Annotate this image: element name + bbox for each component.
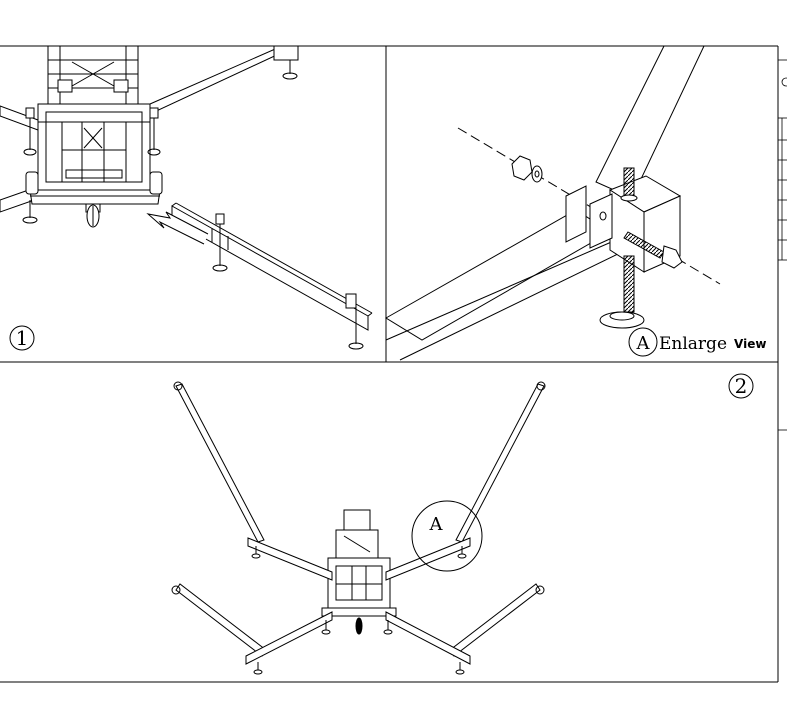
overview-leg-lower-left [171, 583, 333, 675]
bolt-axis-line [457, 127, 721, 285]
detached-leg [171, 202, 373, 350]
mast-base [25, 45, 163, 228]
sheet-frame [0, 45, 779, 683]
overview-panel [171, 381, 546, 675]
step2-number-badge [728, 373, 754, 399]
step1-number: 1 [16, 326, 29, 350]
jack-left [23, 107, 37, 156]
callout-a-badge [628, 327, 658, 357]
leg-tube [385, 209, 623, 361]
overview-leg-lower-right [383, 583, 545, 675]
nut-and-washer [511, 155, 543, 183]
step1-panel [0, 45, 373, 351]
view-label: View [734, 337, 766, 351]
bracket-plates [565, 185, 613, 249]
step2-panel [385, 45, 754, 399]
leveling-screw [599, 167, 645, 329]
insert-arrow [146, 211, 209, 245]
overview-leg-upper-left [173, 381, 333, 581]
diagonal-strut [595, 45, 705, 199]
overview-leg-upper-right [385, 381, 546, 581]
overview-callout-label: A [429, 514, 444, 535]
callout-a-label: A [636, 333, 651, 354]
bolt [623, 231, 683, 269]
enlarge-label: Enlarge [659, 334, 727, 354]
step2-number: 2 [735, 374, 748, 398]
leg-upper-right [149, 45, 299, 115]
jack-right [147, 107, 161, 156]
overview-mast-base [321, 509, 397, 635]
step1-number-badge [9, 325, 35, 351]
overview-callout-circle [411, 500, 483, 572]
title-block-fragment [778, 59, 787, 431]
